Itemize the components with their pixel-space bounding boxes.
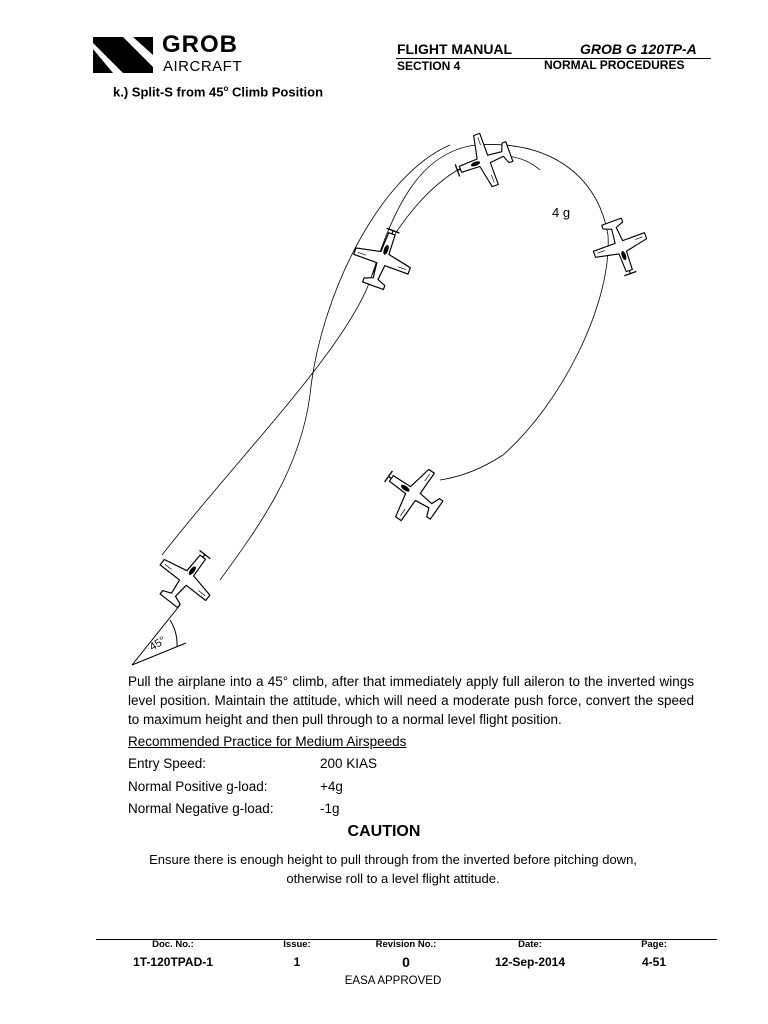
- degree-mark: o: [223, 84, 229, 93]
- aircraft-icon: [447, 125, 520, 197]
- page-label: Page:: [641, 939, 667, 950]
- negative-g-value: -1g: [320, 801, 340, 816]
- date-label: Date:: [518, 939, 542, 950]
- entry-speed-label: Entry Speed:: [128, 756, 207, 771]
- issue-label: Issue:: [283, 939, 311, 950]
- caution-title: CAUTION: [347, 823, 421, 840]
- angle-wedge: [131, 604, 187, 666]
- date-value: 12-Sep-2014: [494, 955, 566, 969]
- aircraft-model: GROB G 120TP-A: [580, 41, 697, 57]
- practice-heading: Recommended Practice for Medium Airspeed…: [128, 734, 407, 749]
- brand-name: GROB: [162, 31, 238, 58]
- aircraft-icon: [585, 211, 657, 284]
- section-label: SECTION 4: [397, 59, 461, 73]
- entry-speed-value: 200 KIAS: [320, 756, 378, 771]
- revision-value: 0: [402, 954, 410, 970]
- procedure-paragraph: Pull the airplane into a 45° climb, afte…: [128, 674, 694, 727]
- page-value: 4-51: [641, 955, 667, 969]
- header-rule: [396, 58, 711, 59]
- chapter-title: NORMAL PROCEDURES: [544, 58, 685, 72]
- flight-path: [161, 144, 609, 581]
- manual-title: FLIGHT MANUAL: [397, 41, 513, 57]
- angle-label: 45°: [148, 634, 168, 653]
- footer-rule: [96, 939, 717, 940]
- approval-note: EASA APPROVED: [344, 975, 442, 987]
- brand-subtitle: AIRCRAFT: [163, 58, 242, 75]
- doc-no-label: Doc. No.:: [152, 939, 194, 950]
- positive-g-label: Normal Positive g-load:: [128, 779, 268, 794]
- procedure-heading: k.) Split-S from 45o Climb Position: [113, 84, 324, 100]
- grob-logo-icon: [93, 37, 153, 73]
- g-load-label: 4 g: [552, 205, 570, 220]
- negative-g-label: Normal Negative g-load:: [128, 801, 274, 816]
- aircraft-icon: [145, 536, 229, 620]
- doc-no-value: 1T-120TPAD-1: [133, 955, 213, 969]
- issue-value: 1: [293, 955, 301, 969]
- revision-label: Revision No.:: [375, 939, 437, 950]
- split-s-maneuver-diagram: 4 g 45°: [131, 125, 657, 666]
- aircraft-icon: [345, 220, 421, 297]
- aircraft-icon: [371, 452, 454, 535]
- caution-text: Ensure there is enough height to pull th…: [149, 852, 637, 886]
- positive-g-value: +4g: [320, 779, 343, 794]
